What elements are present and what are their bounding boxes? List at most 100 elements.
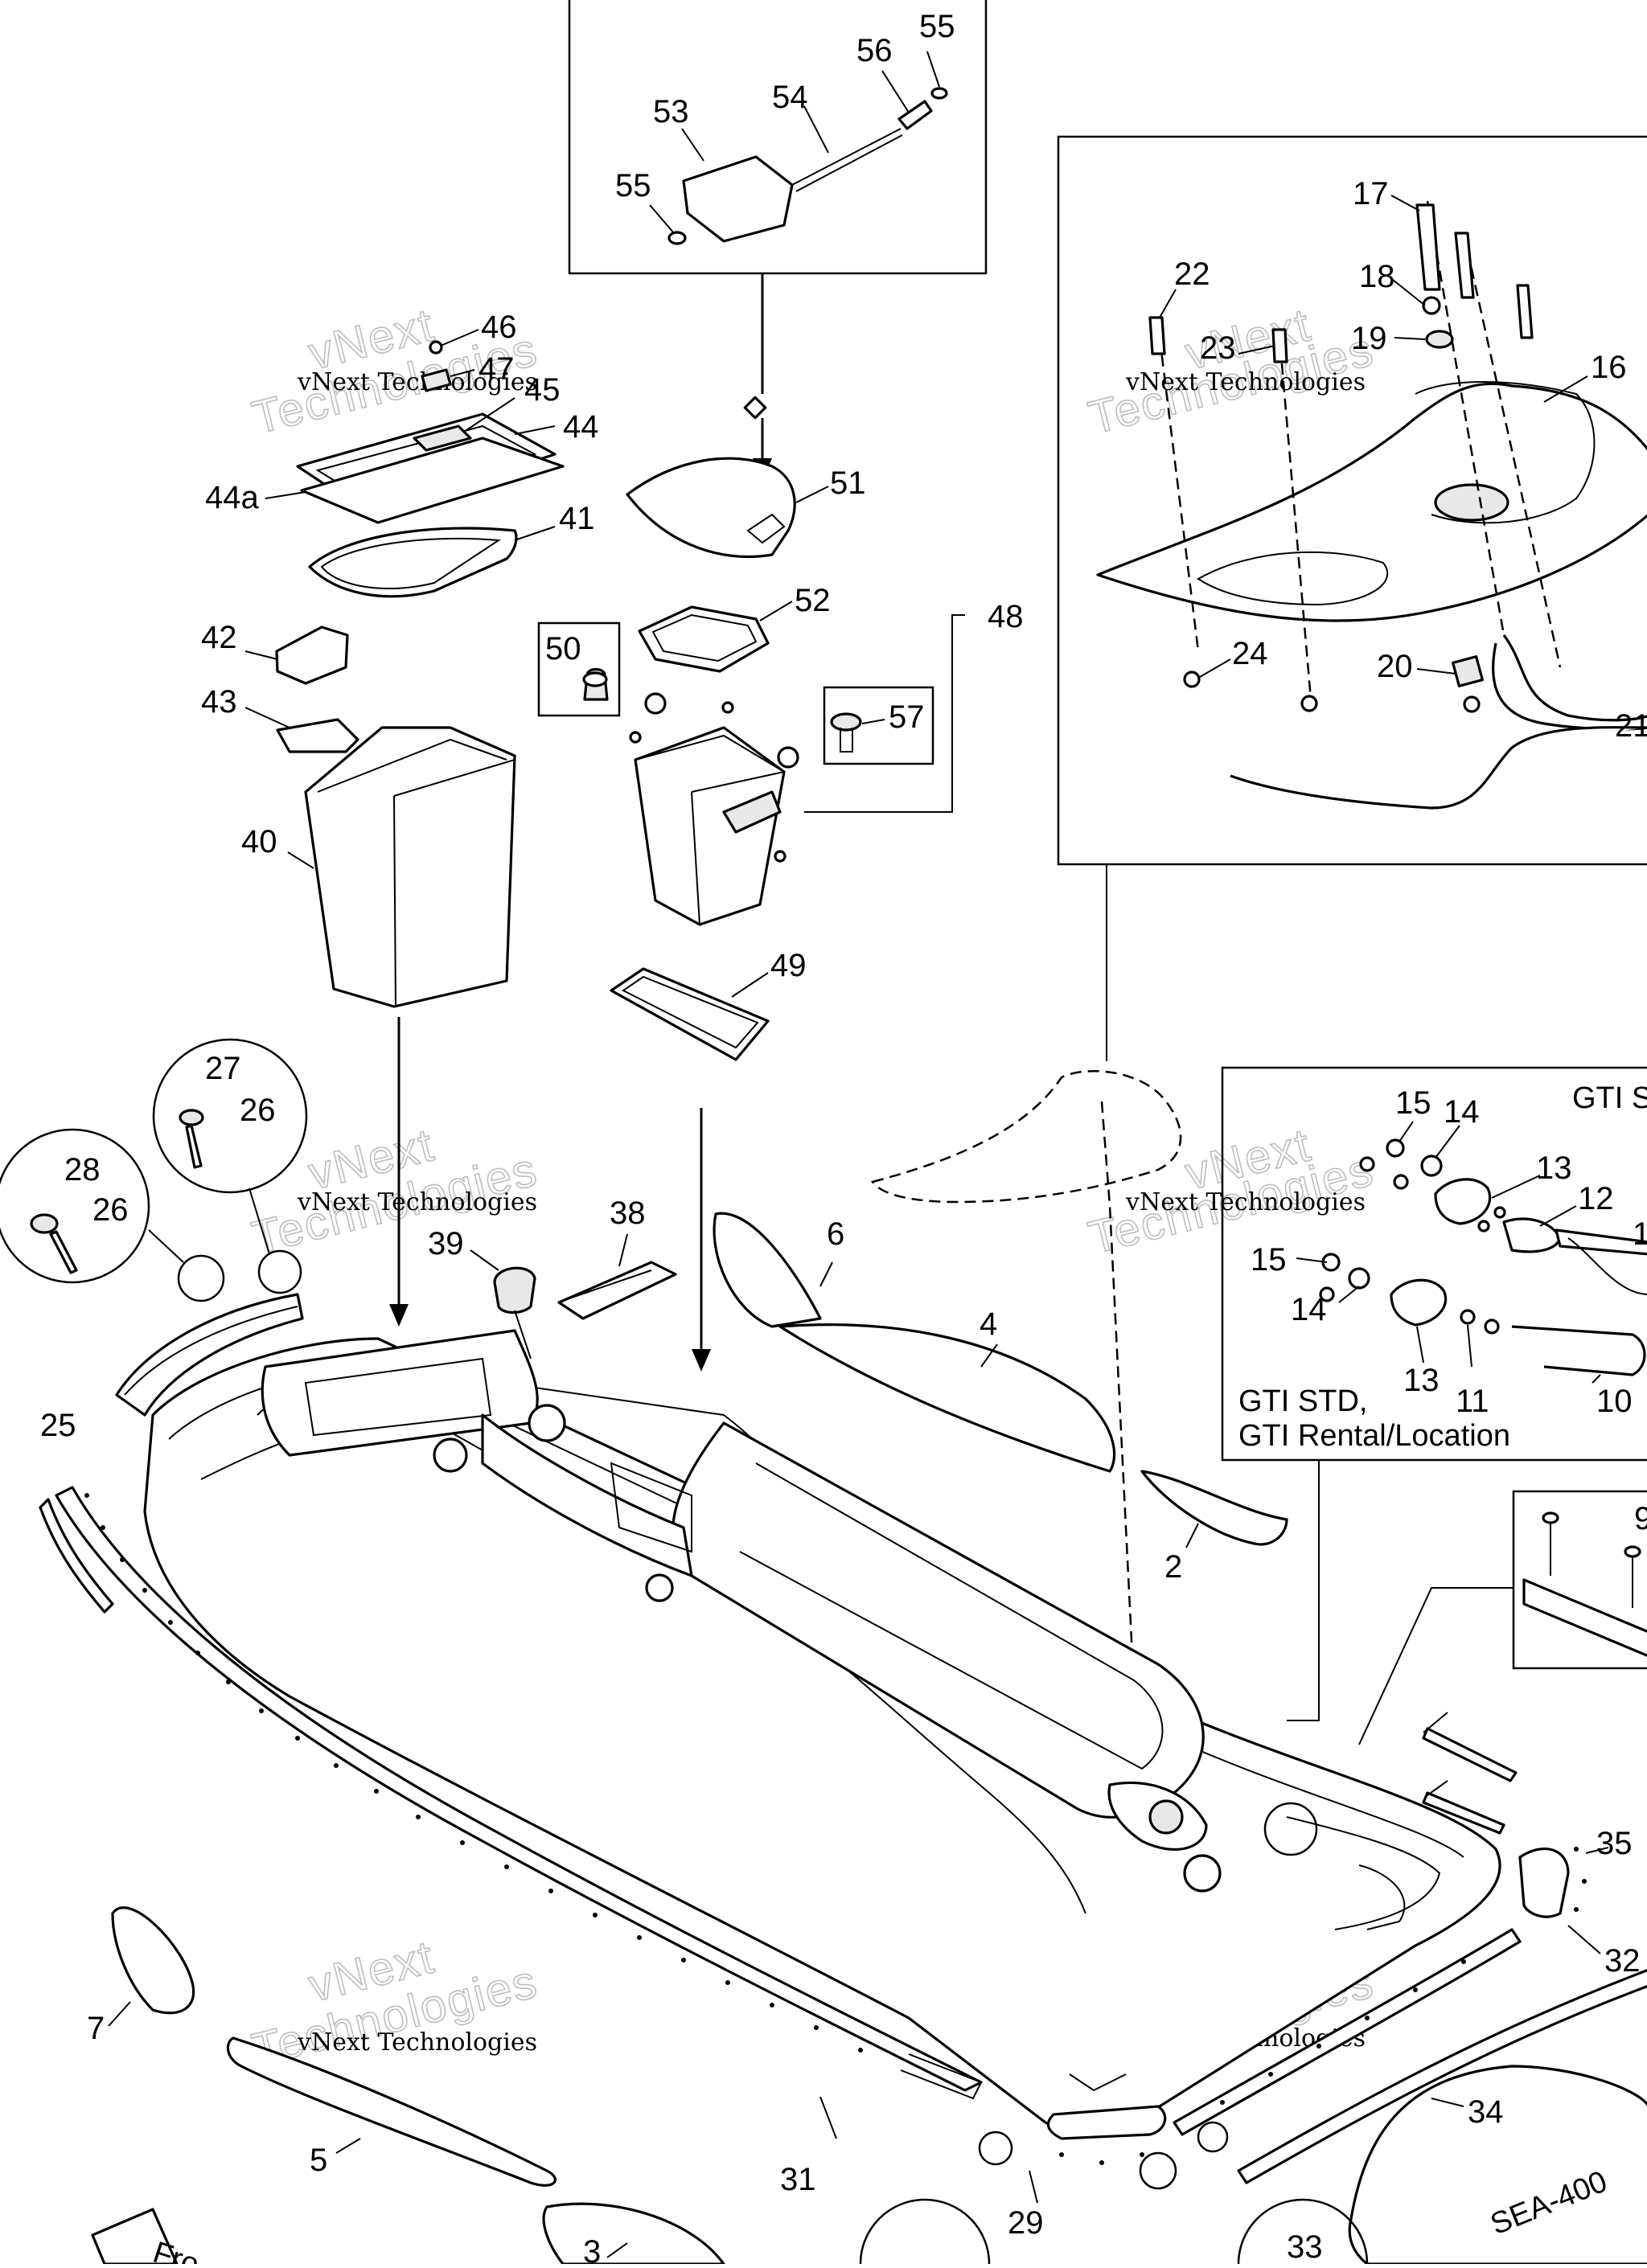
leader-22 (1159, 289, 1177, 318)
part-21-cable (1492, 634, 1647, 731)
screw (295, 1736, 300, 1741)
part-16-recess (1197, 551, 1389, 606)
rail-piece-hook-a (1423, 1712, 1448, 1733)
leader-41 (514, 526, 556, 541)
callout-11: 11 (1456, 1384, 1489, 1419)
callout-33: 33 (1287, 2229, 1323, 2264)
hull-pump-center (1148, 1799, 1184, 1835)
callout-7: 7 (87, 2011, 105, 2046)
part-31-rail-end (900, 2053, 983, 2100)
screw (814, 2025, 819, 2030)
part-55-clip-left (667, 231, 687, 245)
bracket-48 (804, 614, 965, 813)
callout-25: 25 (40, 1408, 76, 1443)
callout-14-top: 14 (1444, 1094, 1480, 1130)
part-20-bracket (1452, 655, 1484, 687)
callout-2: 2 (1164, 1549, 1182, 1585)
callout-22: 22 (1174, 256, 1210, 292)
ghost-dash-line (1100, 1101, 1136, 1689)
callout-18: 18 (1359, 259, 1395, 294)
part-40-bin-top (393, 759, 515, 797)
leader-5 (335, 2138, 361, 2154)
detail-circle-bottom-a (859, 2198, 991, 2268)
arrow-head-48 (692, 1349, 711, 1372)
leader-38 (618, 1233, 628, 1267)
callout-29: 29 (1008, 2205, 1044, 2241)
callout-46: 46 (481, 310, 517, 345)
part-26-screw-b (49, 1230, 78, 1274)
part-43-strap (276, 718, 359, 753)
part-19-washer (1425, 330, 1454, 349)
screw (416, 1815, 421, 1819)
watermark-2: vNext Technologies vNext Technologies (1083, 297, 1380, 445)
inset-glovebox-lid: 55 56 54 53 55 (568, 0, 988, 275)
watermark-text: vNext Technologies (297, 368, 537, 396)
part-5-decal (226, 2036, 557, 2187)
part-57-cap (830, 712, 862, 732)
part-45-latch (413, 424, 472, 452)
part-25-bumper (115, 1293, 304, 1417)
detail-loc-29b (1139, 2151, 1177, 2190)
part-9-bolt-head-a (1542, 1511, 1559, 1524)
hull-hole-a (528, 1404, 566, 1442)
gti-std-label-1: GTI STD, (1238, 1384, 1367, 1418)
part-34-rail-right (1173, 1928, 1522, 2136)
part-48-screw-c (774, 850, 787, 863)
screw (637, 1935, 642, 1940)
part-12-bracket (1502, 1217, 1562, 1253)
gti-std-label-2: GTI Rental/Location (1238, 1419, 1510, 1453)
screw (101, 1525, 105, 1530)
watermark-4: vNext Technologies vNext Technologies (1083, 1118, 1380, 1265)
leader-45 (466, 397, 515, 431)
leader-23 (1238, 345, 1275, 355)
detail-circle-27 (152, 1038, 308, 1194)
part-25-bumper-line (124, 1306, 298, 1396)
callout-15-mid: 15 (1251, 1242, 1287, 1278)
leader-44a (265, 491, 306, 499)
callout-44a: 44a (205, 480, 259, 515)
screw (1140, 2152, 1144, 2157)
part-34-rail-right-b (1237, 1969, 1647, 2184)
part-washer-b (1393, 1174, 1409, 1190)
part-14-washer (1420, 1155, 1443, 1177)
part-washer-f (1484, 1319, 1500, 1335)
callout-52: 52 (795, 583, 831, 618)
part-27-clip (179, 1109, 204, 1126)
callout-57: 57 (889, 699, 925, 735)
callout-1: 1 (1633, 1216, 1647, 1252)
callout-44: 44 (563, 409, 599, 445)
screw (504, 1864, 509, 1869)
callout-42: 42 (201, 620, 237, 655)
leader-44 (514, 425, 556, 435)
callout-16: 16 (1591, 350, 1627, 385)
part-21-cable-b (1230, 726, 1647, 810)
rail-piece-hook-b (1424, 1780, 1448, 1798)
screw (1268, 2072, 1273, 2077)
callout-19: 19 (1351, 321, 1387, 356)
part-6-decal (713, 1212, 822, 1328)
callout-43: 43 (201, 684, 237, 720)
callout-27: 27 (205, 1051, 241, 1086)
detail-loc-27 (177, 1254, 225, 1302)
part-28-clip (30, 1213, 59, 1234)
leader-51 (795, 486, 829, 503)
part-40-bin-rim (317, 738, 507, 793)
part-50-plug (644, 692, 667, 715)
screw (374, 1789, 379, 1794)
callout-45: 45 (524, 372, 561, 408)
part-42-bracket (275, 625, 349, 685)
hull-console-bay (304, 1357, 492, 1437)
callout-31: 31 (780, 2162, 816, 2197)
callout-38: 38 (610, 1196, 646, 1231)
callout-24: 24 (1232, 636, 1268, 671)
callout-15-top: 15 (1395, 1085, 1431, 1121)
platform-ghost (870, 1070, 1182, 1689)
leader-15-top (1399, 1121, 1414, 1142)
callout-55-top: 55 (919, 9, 955, 44)
part-48-screw-b (629, 731, 642, 744)
hull-hole-c (645, 1573, 674, 1602)
hull-stern-seat (1358, 1864, 1406, 1930)
screw (1220, 2100, 1225, 2105)
callout-23: 23 (1200, 330, 1236, 366)
callout-20: 20 (1377, 649, 1413, 684)
